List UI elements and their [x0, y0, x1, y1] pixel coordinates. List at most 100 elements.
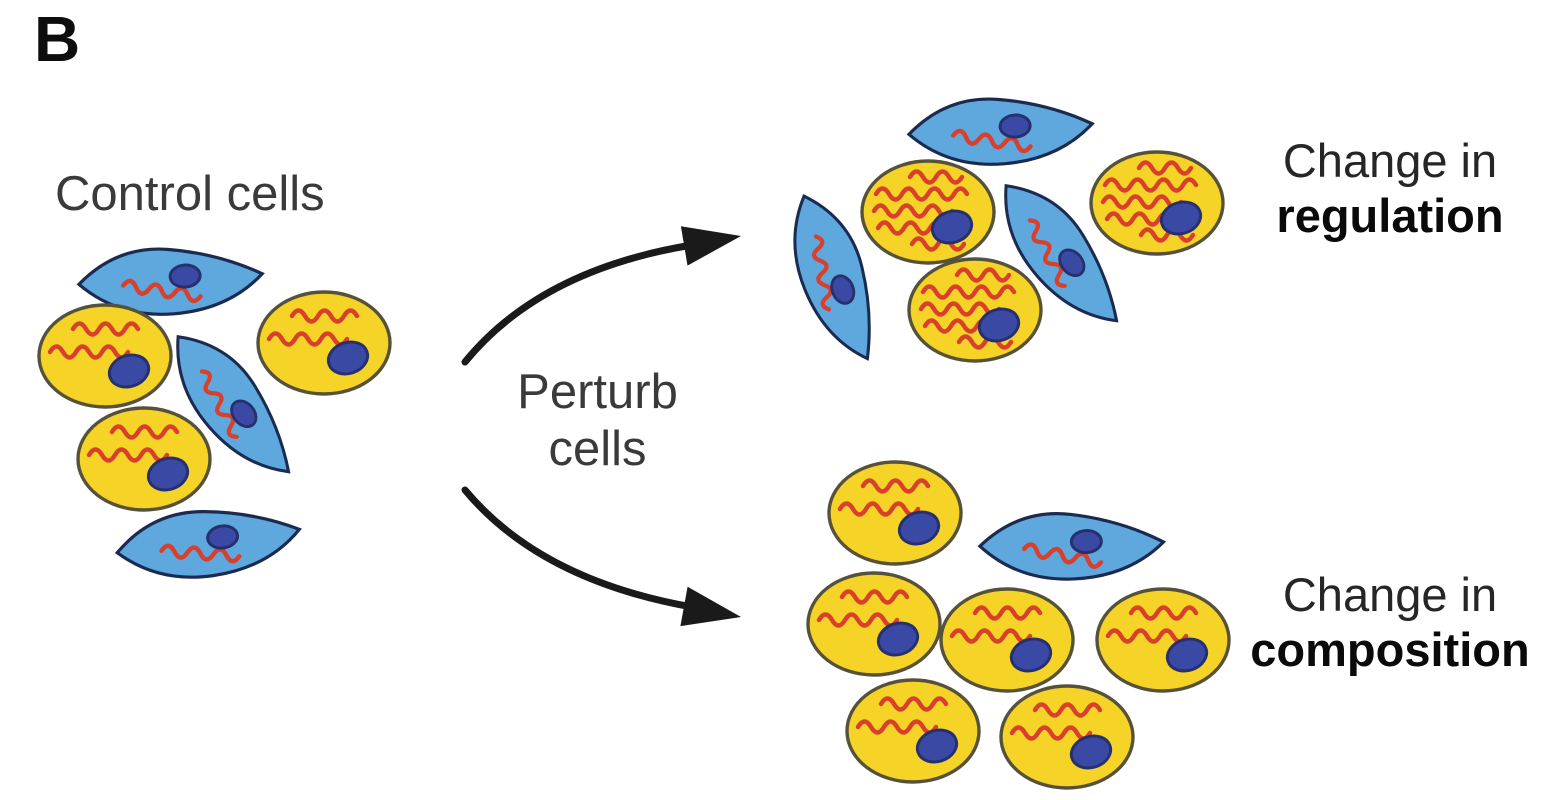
cell-body — [806, 571, 942, 677]
composition-label-line2: composition — [1250, 622, 1530, 676]
cell-body — [76, 406, 212, 512]
epithelial-cell-low — [999, 684, 1135, 790]
cell-body — [793, 194, 871, 361]
composition-label-line1: Change in — [1282, 568, 1498, 621]
cell-nucleus — [998, 113, 1032, 139]
rna-squiggle — [972, 605, 1043, 621]
control-cluster — [37, 247, 392, 579]
cell-nucleus — [1165, 637, 1209, 673]
cell-nucleus — [1009, 637, 1053, 673]
rna-squiggle — [878, 696, 949, 712]
rna-squiggle — [1021, 542, 1104, 569]
rna-squiggle — [918, 301, 1002, 317]
rna-squiggle — [949, 628, 1033, 644]
rna-squiggle — [811, 234, 833, 312]
cell-nucleus — [1058, 248, 1086, 277]
rna-squiggle — [873, 186, 970, 202]
rna-squiggle — [199, 369, 239, 439]
rna-squiggle — [907, 169, 965, 185]
rna-squiggle — [159, 543, 242, 564]
cell-nucleus — [897, 510, 941, 546]
epithelial-cell-low — [939, 587, 1075, 693]
perturb-arrow-bottom — [461, 486, 696, 611]
regulation-cluster — [793, 97, 1225, 363]
perturb-label-line1: Perturb — [517, 365, 678, 419]
rna-squiggle — [837, 501, 921, 517]
rna-squiggle — [70, 321, 141, 337]
change-in-composition-label: Change in composition — [1238, 568, 1542, 678]
rna-squiggle — [47, 344, 131, 360]
rna-squiggle — [1104, 211, 1175, 227]
rna-squiggle — [875, 220, 946, 236]
perturb-arrow-top — [461, 241, 696, 366]
fibroblast-cell — [977, 512, 1167, 581]
cell-body — [845, 678, 981, 784]
cell-body — [37, 303, 173, 409]
composition-cluster — [806, 460, 1231, 790]
fibroblast-cell — [793, 194, 871, 361]
cell-nucleus — [876, 621, 920, 657]
rna-squiggle — [1105, 628, 1189, 644]
epithelial-cell-high — [1089, 150, 1225, 256]
rna-squiggle — [950, 128, 1033, 154]
cell-nucleus — [977, 307, 1021, 343]
rna-squiggle — [922, 318, 993, 334]
perturb-cells-label: Perturb cells — [460, 364, 735, 479]
rna-squiggle — [920, 284, 1017, 300]
cell-nucleus — [915, 728, 959, 764]
cell-body — [256, 290, 392, 396]
cell-clusters — [37, 97, 1231, 790]
epithelial-cell-low — [827, 460, 963, 566]
rna-squiggle — [956, 334, 1014, 350]
rna-squiggle — [86, 447, 170, 463]
rna-squiggle — [1136, 160, 1194, 176]
cell-nucleus — [1159, 200, 1203, 236]
epithelial-cell-low — [37, 303, 173, 409]
epithelial-cell-low — [256, 290, 392, 396]
epithelial-cell-high — [907, 257, 1043, 363]
rna-squiggle — [839, 589, 910, 605]
rna-squiggle — [871, 203, 955, 219]
perturb-arrow-bottom-head-icon — [680, 586, 741, 627]
control-cells-label: Control cells — [55, 167, 325, 221]
fibroblast-cell — [176, 335, 291, 474]
rna-squiggle — [855, 719, 939, 735]
cell-nucleus — [230, 399, 258, 428]
rna-squiggle — [289, 308, 360, 324]
rna-squiggle — [1032, 702, 1103, 718]
cell-nucleus — [206, 524, 240, 550]
fibroblast-cell — [906, 97, 1095, 166]
cell-body — [827, 460, 963, 566]
cell-nucleus — [1069, 734, 1113, 770]
rna-squiggle — [1100, 194, 1184, 210]
perturb-arrow-top-head-icon — [680, 226, 741, 266]
change-in-regulation-label: Change in regulation — [1250, 134, 1530, 244]
cell-nucleus — [1069, 529, 1103, 555]
rna-squiggle — [120, 278, 203, 304]
epithelial-cell-high — [860, 159, 996, 265]
perturb-arrows — [461, 226, 741, 627]
rna-squiggle — [954, 267, 1012, 283]
panel-label: B — [34, 3, 81, 75]
cell-nucleus — [107, 353, 151, 389]
cell-body — [1095, 587, 1231, 693]
regulation-label-line1: Change in — [1282, 134, 1498, 187]
fibroblast-cell — [114, 510, 302, 579]
rna-squiggle — [109, 424, 180, 440]
epithelial-cell-low — [806, 571, 942, 677]
regulation-label-line2: regulation — [1276, 188, 1504, 242]
fibroblast-cell — [1004, 184, 1119, 323]
cell-body — [939, 587, 1075, 693]
epithelial-cell-low — [76, 406, 212, 512]
epithelial-cell-low — [845, 678, 981, 784]
perturb-label-line2: cells — [548, 422, 647, 477]
rna-squiggle — [860, 478, 931, 494]
rna-squiggle — [1009, 725, 1093, 741]
epithelial-cell-low — [1095, 587, 1231, 693]
cell-body — [999, 684, 1135, 790]
cell-body — [977, 512, 1167, 581]
cell-body — [114, 510, 302, 579]
rna-squiggle — [1128, 605, 1199, 621]
